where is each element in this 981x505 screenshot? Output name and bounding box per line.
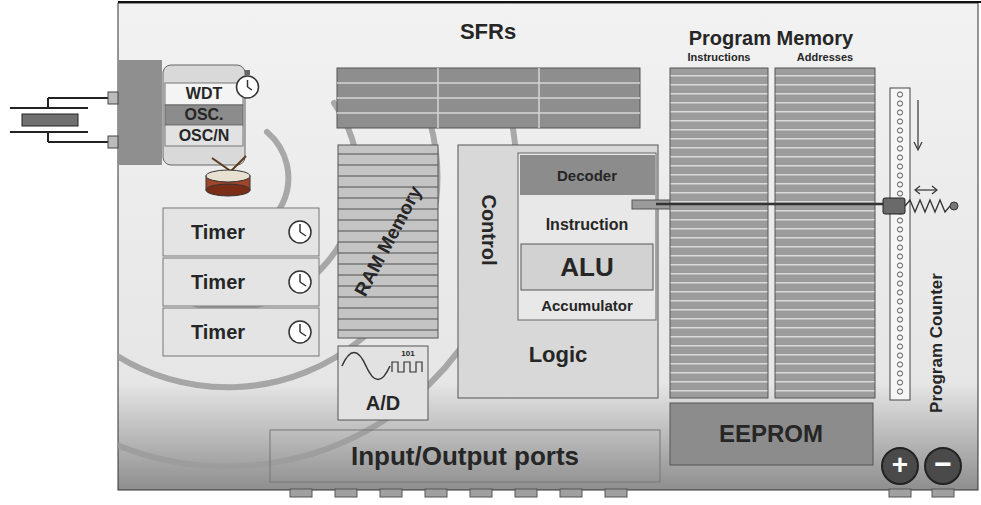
io-ports — [270, 430, 954, 497]
chip-panel — [118, 3, 978, 490]
cpu-core-panel: DecoderInstructionAccumulator ALU — [518, 153, 656, 320]
box-label: A/D — [366, 393, 400, 413]
box-label: ALU — [560, 254, 613, 280]
ram-block — [338, 145, 438, 338]
timer-box: Timer — [163, 308, 319, 356]
box-label: Program Counter — [928, 273, 945, 413]
instruction-link — [656, 203, 886, 206]
box-label: EEPROM — [719, 422, 823, 446]
power-terminals — [882, 448, 961, 484]
binary-digits: 101 — [401, 350, 414, 358]
box-label: OSC/N — [179, 128, 230, 144]
control-logic-block — [458, 145, 658, 398]
program-counter: Program Counter — [886, 85, 952, 425]
box-label: Timer — [191, 222, 245, 242]
box-label: Timer — [191, 322, 245, 342]
box-label: Control — [479, 194, 499, 265]
box-sublabel: Instruction — [546, 217, 629, 233]
box-label: OSC. — [184, 107, 223, 123]
sfr-grid — [337, 68, 640, 128]
connector-group — [656, 204, 886, 205]
box-label: SFRs — [460, 21, 516, 43]
box-label: Instructions — [688, 52, 751, 63]
box-label: Input/Output ports — [351, 443, 579, 469]
program-memory: Program MemoryInstructions Addresses — [662, 28, 880, 68]
box-label: WDT — [186, 86, 222, 102]
divider-band: OSC/N — [165, 125, 243, 146]
timer-blocks — [163, 208, 319, 356]
box-label: Timer — [191, 272, 245, 292]
ad-converter — [338, 346, 428, 420]
power-minus: − — [934, 449, 952, 479]
program-memory-columns — [670, 68, 875, 398]
io-ports-box: Input/Output ports — [270, 430, 660, 482]
oscillator-block — [163, 65, 245, 165]
oscillator-band: OSC. — [165, 105, 243, 125]
clock-waves — [118, 79, 517, 467]
control-logic-box: ControlLogic DecoderInstructionAccumulato… — [458, 145, 658, 398]
box-label: Addresses — [797, 52, 853, 63]
box-sublabel: Logic — [529, 344, 588, 366]
watchdog-band: WDT — [165, 83, 243, 105]
box-sublabel: Accumulator — [541, 298, 633, 313]
eeprom-box: EEPROM — [670, 403, 873, 465]
power-plus: + — [892, 451, 908, 479]
box-label: Decoder — [557, 168, 617, 183]
box-label: RAM Memory — [351, 183, 425, 299]
eeprom-block — [670, 403, 873, 465]
memory-column: Addresses — [773, 48, 877, 66]
timer-box: Timer — [163, 258, 319, 306]
timer-box: Timer — [163, 208, 319, 256]
counter-slider — [883, 198, 958, 214]
alu-box: ALU — [521, 244, 653, 290]
drum-icon — [206, 156, 250, 196]
crystal-symbol — [10, 60, 162, 165]
ram-box: RAM Memory — [338, 145, 438, 338]
box-label: Program Memory — [689, 28, 854, 48]
sfr-block: SFRs — [337, 14, 640, 130]
stopwatch-icon — [237, 70, 259, 98]
memory-column: Instructions — [668, 48, 770, 66]
